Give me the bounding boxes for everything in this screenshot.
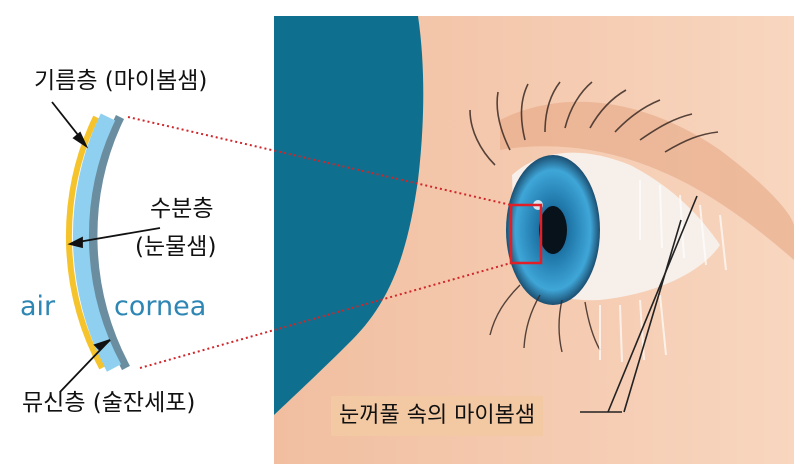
meibomian-gland-shapes (599, 180, 727, 363)
eyelid-shadow (500, 101, 794, 260)
highlight-box (509, 203, 543, 265)
meibomian-gland-caption: 눈꺼풀 속의 마이봄샘 (331, 396, 544, 436)
magnification-lines (127, 116, 512, 369)
mucin-layer-label: 뮤신층 (술잔세포) (22, 390, 196, 416)
dark-background-region (274, 16, 424, 415)
aqueous-layer-label-line1: 수분층 (150, 196, 214, 222)
arrows (51, 101, 161, 393)
mucin-layer-band (88, 115, 130, 371)
lipid-layer-band (65, 115, 105, 370)
lipid-layer-label: 기름층 (마이봄샘) (34, 68, 208, 94)
aqueous-layer-label-line2: (눈물샘) (135, 234, 217, 260)
tear-film-layer-diagram (51, 101, 161, 393)
pointer-lines-to-gland (580, 195, 698, 413)
upper-eyelashes (469, 81, 719, 166)
pupil (539, 206, 567, 254)
air-label: air (20, 291, 56, 322)
lower-eyelashes (489, 284, 601, 353)
eye-closeup-illustration (274, 16, 794, 464)
cornea-label: cornea (114, 291, 207, 322)
